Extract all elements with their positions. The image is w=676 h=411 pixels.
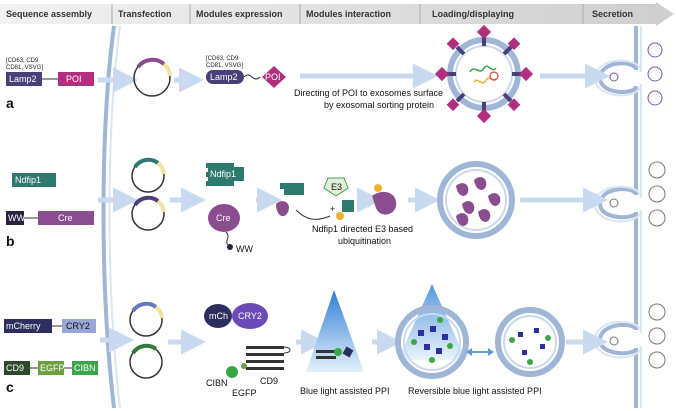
cre-block xyxy=(38,211,94,225)
caption-c-blue: Blue light assisted PPI xyxy=(300,386,390,396)
expr-poi-label: POI xyxy=(265,72,281,82)
cell-membrane-right xyxy=(593,26,642,408)
exosome-b xyxy=(437,161,515,239)
panel-c: mCherry CRY2 CD9 EGFP CIBN c mCh CRY2 xyxy=(4,284,666,398)
cd9-block xyxy=(4,361,30,375)
panel-a-letter: a xyxy=(6,95,14,111)
expr-poi-diamond xyxy=(262,66,286,88)
e3-label: E3 xyxy=(331,182,342,192)
expr-cre-label: Cre xyxy=(216,213,231,223)
stage-loading-displaying: Loading/displaying xyxy=(432,9,514,19)
stage-modules-expression: Modules expression xyxy=(196,9,283,19)
cry2-label: CRY2 xyxy=(66,321,90,331)
exosome-c-dark xyxy=(495,307,565,377)
stage-modules-interaction: Modules interaction xyxy=(306,9,391,19)
ww-label: WW xyxy=(8,213,25,223)
expr-tetraspanin-line2: CD81, VSVG] xyxy=(206,63,243,69)
caption-a-line2: by exosomal sorting protein xyxy=(324,100,434,110)
expr-cry2-label: CRY2 xyxy=(238,311,262,321)
poi-block xyxy=(58,72,94,86)
secreted-exosomes-a xyxy=(609,42,663,106)
expr-ndfip1: Ndfip1 xyxy=(206,163,244,186)
cibn-block xyxy=(72,361,98,375)
mcherry-block xyxy=(4,319,52,333)
panel-b: Ndfip1 WW Cre b Ndfip1 Cre WW xyxy=(6,157,666,254)
tetraspanin-list-line2: CD81, VSVG] xyxy=(6,65,43,71)
lamp2-block xyxy=(6,72,42,86)
secreted-exosomes-c xyxy=(609,303,666,369)
expr-cibn-label: CIBN xyxy=(206,378,228,388)
exosome-c-lit xyxy=(395,284,469,379)
expr-ndfip1-label: Ndfip1 xyxy=(210,169,236,179)
expr-egfp-label: EGFP xyxy=(232,388,257,398)
expr-lamp2-label: Lamp2 xyxy=(210,72,238,82)
caption-b-line1: Ndfip1 directed E3 based xyxy=(312,224,413,234)
panel-c-letter: c xyxy=(6,379,14,395)
tetraspanin-list-line1: [CD63, CD9 xyxy=(6,58,39,64)
cry2-block xyxy=(62,319,96,333)
ubiquitin-ball xyxy=(336,212,344,220)
egfp-label: EGFP xyxy=(40,363,65,373)
lamp2-label: Lamp2 xyxy=(9,74,37,84)
caption-c-reversible: Reversible blue light assisted PPI xyxy=(408,386,542,396)
expr-cry2: mCh CRY2 xyxy=(204,303,268,329)
ubiquitination-scheme: E3 + xyxy=(276,177,397,220)
expr-tetraspanin-line1: [CD63, CD9 xyxy=(206,56,239,62)
expr-ww-label: WW xyxy=(236,244,253,254)
caption-a-line1: Directing of POI to exosomes surface xyxy=(294,88,443,98)
expr-lamp2-block xyxy=(206,70,244,84)
ndfip1-label: Ndfip1 xyxy=(15,175,41,185)
secreted-exosomes-b xyxy=(609,161,666,227)
expr-cd9-cibn: CIBN EGFP CD9 xyxy=(206,346,291,398)
panel-a: [CD63, CD9 CD81, VSVG] Lamp2 POI a [CD63… xyxy=(6,24,663,124)
cibn-label: CIBN xyxy=(74,363,96,373)
ww-block xyxy=(6,211,24,225)
expr-cre: Cre WW xyxy=(208,204,253,254)
ndfip1-block xyxy=(12,173,56,187)
expr-cd9-label: CD9 xyxy=(260,376,278,386)
poi-label: POI xyxy=(66,74,82,84)
expr-mch-label: mCh xyxy=(209,311,228,321)
stage-sequence-assembly: Sequence assembly xyxy=(6,9,92,19)
cre-label: Cre xyxy=(58,213,73,223)
plus-sign: + xyxy=(330,204,335,214)
stage-secretion: Secretion xyxy=(592,9,633,19)
stage-transfection: Transfection xyxy=(118,9,172,19)
stage-header: Sequence assembly Transfection Modules e… xyxy=(0,2,674,26)
cell-membrane-left xyxy=(101,25,121,409)
cd9-label: CD9 xyxy=(6,363,24,373)
blue-light-beam xyxy=(306,290,364,372)
mcherry-label: mCherry xyxy=(6,321,41,331)
exosome-a xyxy=(434,24,534,124)
egfp-block xyxy=(38,361,64,375)
panel-b-letter: b xyxy=(6,233,15,249)
caption-b-line2: ubiquitination xyxy=(338,236,391,246)
